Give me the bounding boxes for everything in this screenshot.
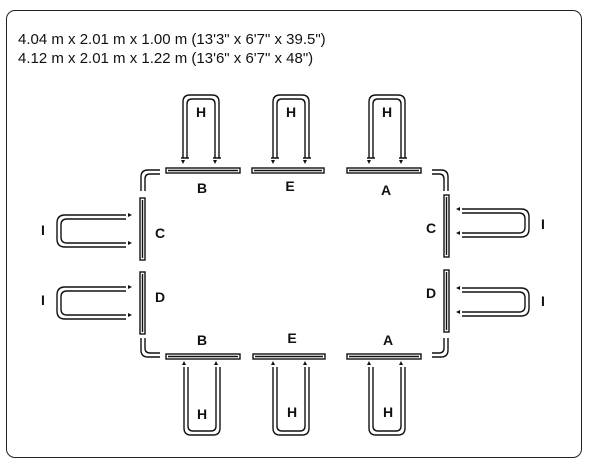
connector-marks (128, 160, 460, 365)
label-i-left-top: I (41, 222, 45, 238)
leg-h-top-right (367, 94, 407, 159)
label-h-top-middle: H (286, 104, 296, 120)
leg-h-bottom-left (183, 367, 221, 436)
rail-bottom-b (165, 353, 241, 360)
label-c-right: C (426, 220, 436, 236)
rail-right-d (443, 269, 450, 333)
rail-top-b (165, 167, 241, 174)
leg-h-bottom-right (368, 367, 406, 436)
rail-left-d (139, 271, 146, 335)
rail-top-a (346, 167, 422, 174)
leg-i-right-top (462, 208, 530, 238)
label-h-bottom-left: H (197, 406, 207, 422)
diagram-frame (6, 10, 582, 458)
label-d-right: D (426, 285, 436, 301)
corner-top-right (432, 169, 449, 191)
rail-right-c (443, 194, 450, 258)
dimensions-block: 4.04 m x 2.01 m x 1.00 m (13'3" x 6'7" x… (18, 30, 326, 68)
leg-h-top-left (181, 94, 221, 159)
label-a-bottom: A (383, 332, 393, 348)
label-e-bottom: E (287, 330, 296, 346)
label-a-top: A (381, 182, 391, 198)
label-e-top: E (285, 178, 294, 194)
leg-i-left-top (56, 214, 126, 248)
leg-h-bottom-middle (272, 367, 310, 436)
corner-bottom-left (140, 338, 160, 358)
dimensions-line-2: 4.12 m x 2.01 m x 1.22 m (13'6" x 6'7" x… (18, 50, 314, 67)
label-b-bottom: B (197, 332, 207, 348)
corner-bottom-right (432, 338, 449, 358)
corner-top-left (140, 169, 160, 191)
rail-left-c (139, 197, 146, 261)
leg-i-left-bottom (56, 286, 126, 320)
label-d-left: D (155, 289, 165, 305)
label-h-top-right: H (382, 104, 392, 120)
rail-top-e (251, 167, 325, 174)
leg-i-right-bottom (462, 287, 530, 317)
label-b-top: B (197, 180, 207, 196)
dimensions-line-1: 4.04 m x 2.01 m x 1.00 m (13'3" x 6'7" x… (18, 31, 326, 48)
label-h-bottom-middle: H (287, 404, 297, 420)
label-i-left-bottom: I (41, 292, 45, 308)
rail-bottom-a (346, 353, 422, 360)
label-h-top-left: H (196, 104, 206, 120)
label-i-right-top: I (541, 216, 545, 232)
label-c-left: C (155, 225, 165, 241)
rail-bottom-e (252, 353, 326, 360)
label-i-right-bottom: I (541, 293, 545, 309)
label-h-bottom-right: H (383, 404, 393, 420)
leg-h-top-middle (271, 94, 311, 159)
